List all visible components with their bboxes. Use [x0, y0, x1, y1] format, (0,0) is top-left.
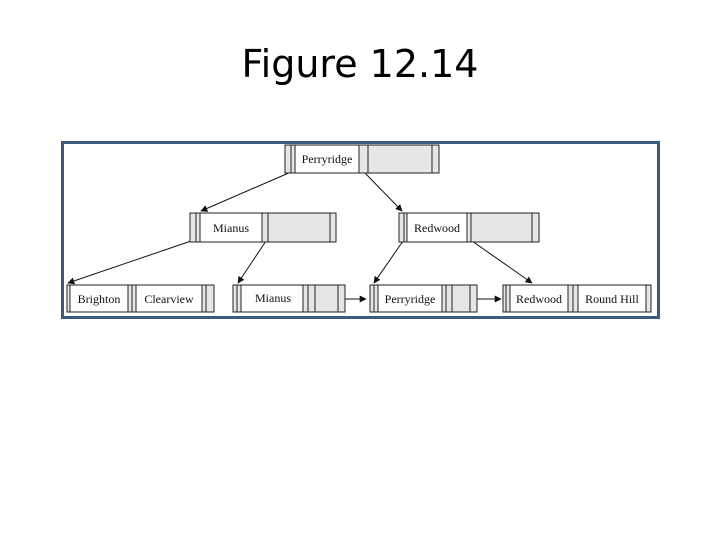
edge-mianus-to-mianus-leaf — [237, 240, 267, 284]
leaf-node-3: Perryridge — [369, 284, 478, 313]
leaf-node-1: Brighton Clearview — [66, 284, 215, 313]
internal-node-mianus: Mianus — [189, 212, 337, 243]
leaf-node-4: Redwood Round Hill — [502, 284, 652, 313]
edge-mianus-to-brighton-leaf — [67, 239, 195, 285]
root-key-1: Perryridge — [302, 152, 353, 166]
leaf-4-key-2: Round Hill — [585, 292, 639, 306]
internal-mianus-key-1: Mianus — [213, 221, 249, 235]
leaf-1-key-2: Clearview — [144, 292, 194, 306]
edge-root-to-redwood — [363, 171, 403, 212]
edge-root-to-mianus — [200, 171, 292, 212]
edge-redwood-to-perryridge-leaf — [373, 240, 404, 284]
leaf-node-2: Mianus — [232, 284, 346, 313]
root-node: Perryridge — [284, 144, 440, 174]
leaf-1-key-1: Brighton — [78, 292, 121, 306]
internal-redwood-key-1: Redwood — [414, 221, 460, 235]
edge-redwood-to-redwood-leaf — [471, 240, 533, 284]
slide-title: Figure 12.14 — [241, 42, 479, 86]
leaf-2-key-1: Mianus — [255, 291, 291, 305]
leaf-3-key-1: Perryridge — [385, 292, 436, 306]
leaf-4-key-1: Redwood — [516, 292, 562, 306]
internal-node-redwood: Redwood — [398, 212, 540, 243]
